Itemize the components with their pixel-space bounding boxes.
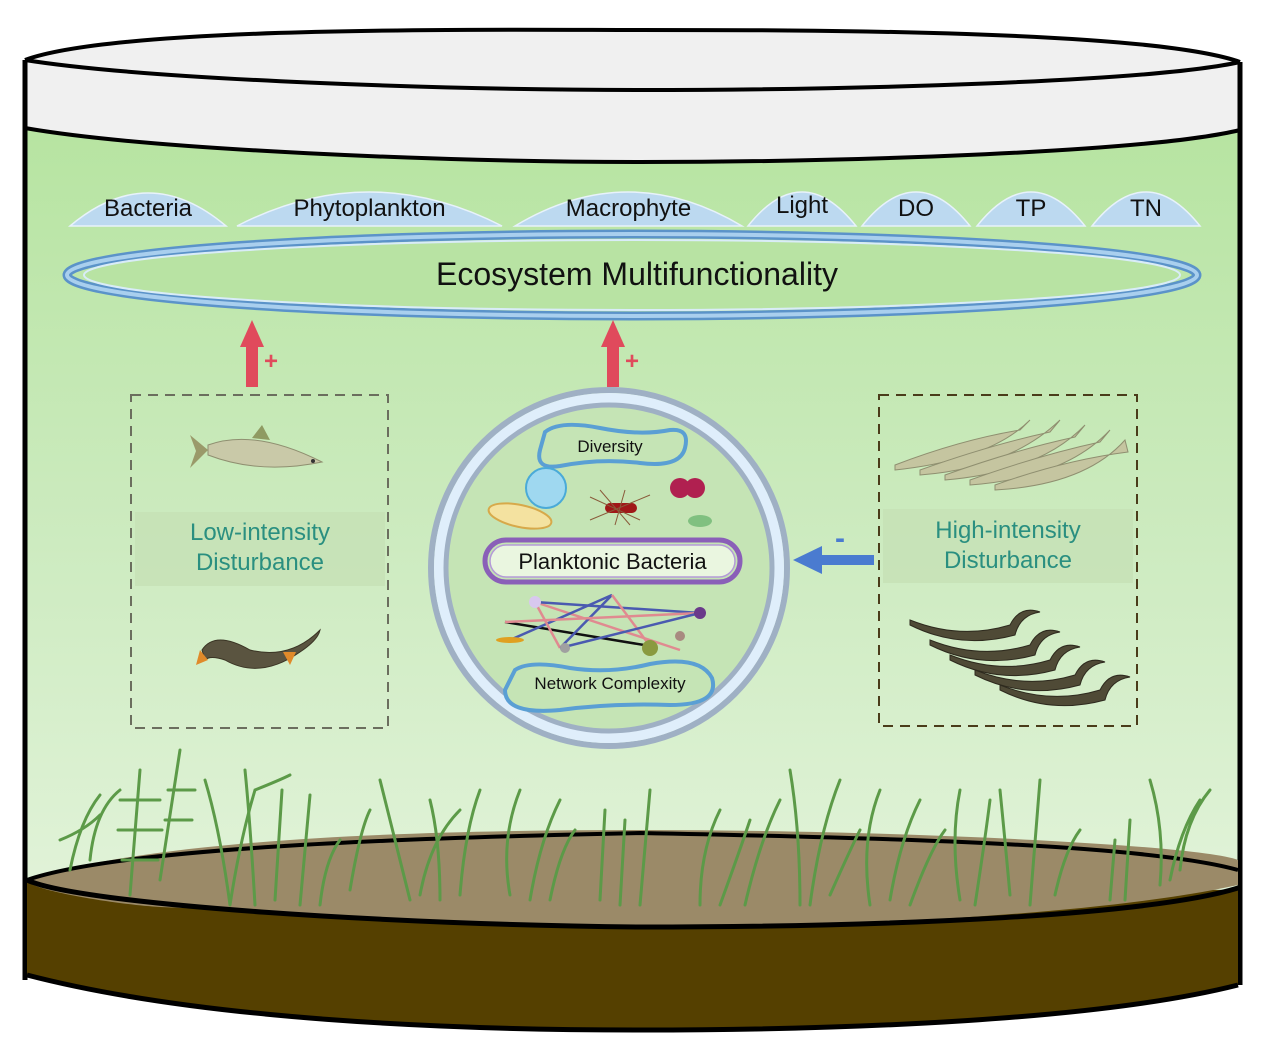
low-disturbance-line2: Disturbance — [195, 549, 325, 576]
function-tab-macrophyte: Macrophyte — [565, 195, 692, 222]
tab-bacteria-shape — [67, 192, 229, 227]
network-complexity-capsule — [502, 659, 716, 713]
low-disturbance-box — [130, 394, 389, 729]
tab-do-shape — [860, 191, 972, 227]
multifunctionality-ring — [62, 229, 1202, 321]
function-tab-phytoplankton: Phytoplankton — [293, 195, 446, 222]
diversity-label: Diversity — [577, 437, 643, 456]
tab-macrophyte-shape — [512, 191, 745, 227]
submerged-macrophytes — [58, 748, 1212, 907]
high-disturbance-line2: Disturbance — [943, 547, 1073, 574]
sediment-layer — [25, 830, 1239, 1033]
tab-tp-shape — [975, 191, 1087, 227]
network-complexity-label: Network Complexity — [534, 674, 686, 693]
function-tabs — [67, 191, 1202, 227]
bacteria-network — [496, 593, 706, 656]
tab-phytoplankton-shape — [236, 191, 503, 227]
planktonic-bacteria-label: Planktonic Bacteria — [518, 549, 707, 574]
high-disturbance-label: High-intensity Disturbance — [883, 516, 1133, 576]
function-tab-bacteria: Bacteria — [103, 195, 193, 222]
minnow-fish-icon — [190, 425, 324, 468]
low-disturbance-line1: Low-intensity — [189, 519, 331, 546]
high-disturbance-box — [878, 394, 1138, 727]
low-disturbance-positive-arrow — [240, 320, 264, 387]
high-disturbance-band — [883, 509, 1133, 583]
coccus-bacterium-icon — [525, 467, 567, 509]
minnow-school-icon — [894, 419, 1129, 491]
flagellated-bacterium-icon — [589, 489, 651, 526]
ecosystem-multifunctionality-title: Ecosystem Multifunctionality — [436, 256, 838, 292]
low-effect-sign: + — [264, 348, 279, 375]
low-disturbance-band — [135, 512, 385, 586]
loach-fish-icon — [196, 628, 321, 669]
center-positive-arrow — [601, 320, 625, 387]
center-effect-sign: + — [625, 348, 640, 375]
tab-tn-shape — [1090, 191, 1202, 227]
function-tab-tn: TN — [1130, 195, 1162, 222]
function-tab-do: DO — [898, 195, 934, 222]
high-disturbance-negative-arrow — [793, 546, 874, 574]
vibrio-bacterium-icon — [688, 515, 712, 527]
loach-school-icon — [909, 609, 1131, 707]
low-disturbance-label: Low-intensity Disturbance — [135, 518, 385, 578]
diversity-capsule — [537, 422, 688, 469]
tank-rim — [25, 29, 1240, 163]
function-tab-tp: TP — [1015, 195, 1047, 222]
high-effect-sign: - — [835, 522, 845, 555]
bacillus-bacterium-icon — [487, 502, 553, 530]
tab-light-shape — [746, 191, 858, 227]
high-disturbance-line1: High-intensity — [935, 517, 1081, 544]
diplococcus-bacterium-icon — [670, 478, 705, 498]
function-tab-light: Light — [775, 192, 829, 219]
